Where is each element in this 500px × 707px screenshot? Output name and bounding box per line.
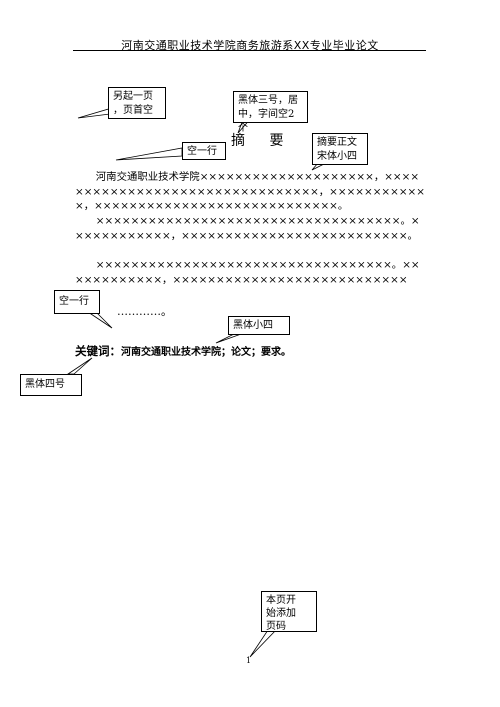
callout-abstract-font: 摘要正文 宋体小四: [312, 133, 368, 165]
keywords-text: 河南交通职业技术学院；论文；要求。: [121, 347, 291, 358]
page-number: 1: [246, 656, 252, 665]
callout-blank-line-2: 空一行: [54, 290, 100, 314]
keywords-line: 关键词：河南交通职业技术学院；论文；要求。: [75, 343, 291, 359]
abstract-ellipsis: …………。: [117, 305, 172, 318]
abstract-paragraph: ××××××××××××××××××××××××××××××××××。×××××…: [75, 259, 420, 300]
callout-new-page: 另起一页 ，页首空: [108, 87, 166, 119]
keywords-label: 关键词：: [75, 344, 121, 358]
callout-page-number-note: 本页开 始添加 页码: [261, 591, 317, 632]
callout-keywords-font: 黑体小四: [228, 316, 290, 335]
page-header: 河南交通职业技术学院商务旅游系XX专业毕业论文: [121, 39, 379, 52]
callout-keywords-label-font: 黑体四号: [20, 374, 82, 396]
header-rule: [73, 50, 426, 51]
abstract-paragraph: 河南交通职业技术学院××××××××××××××××××××，×××××××××…: [75, 171, 425, 212]
abstract-title: 摘 要: [231, 133, 294, 149]
callout-blank-line: 空一行: [182, 142, 226, 160]
abstract-paragraph: ×××××××××××××××××××××××××××××××××××。××××…: [75, 215, 420, 242]
callout-title-font: 黑体三号，居 中，字间空2个: [233, 91, 308, 134]
